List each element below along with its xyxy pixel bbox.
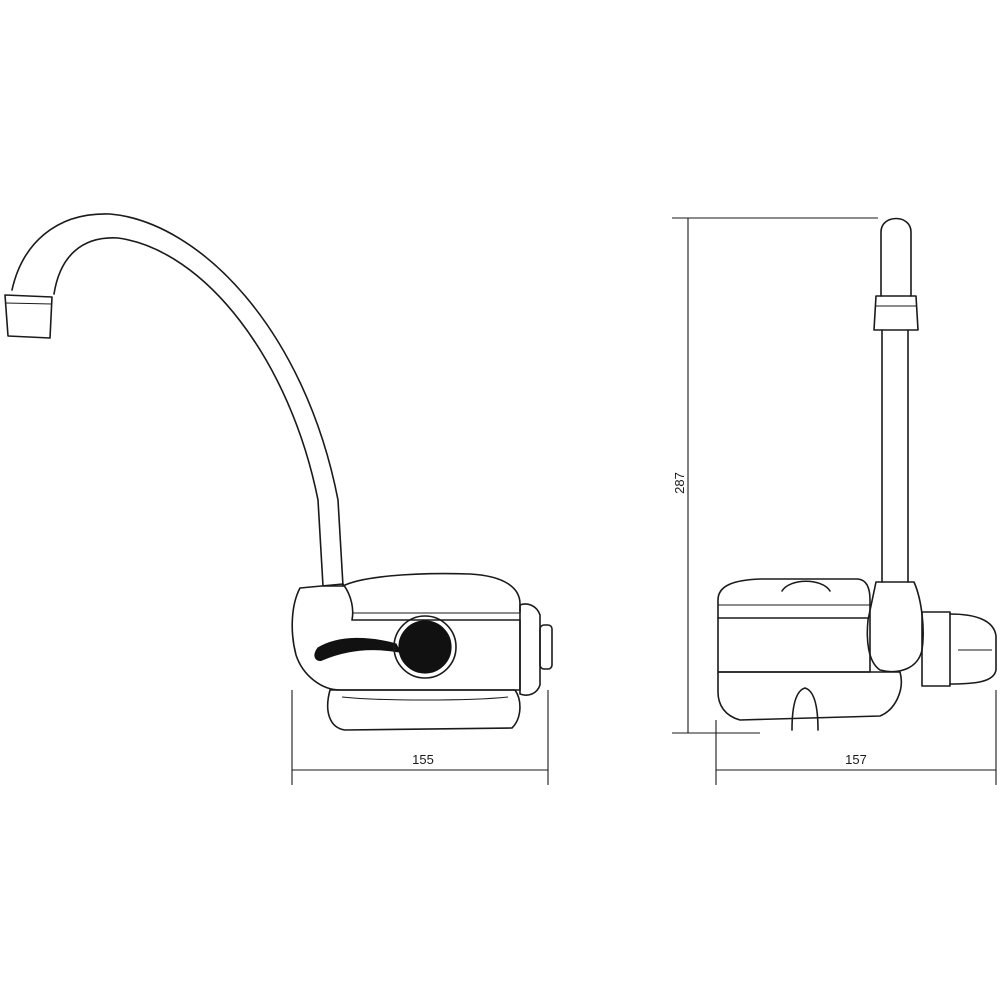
- side-width-label: 157: [845, 752, 867, 767]
- front-width-dimension: 155: [291, 690, 549, 785]
- side-base: [717, 671, 902, 721]
- front-flange: [519, 603, 541, 696]
- aerator-ring: [5, 302, 53, 305]
- side-view: 287 157: [672, 217, 997, 785]
- front-aerator: [4, 294, 53, 339]
- side-nut-head: [949, 613, 997, 685]
- front-width-label: 155: [412, 752, 434, 767]
- side-height-label: 287: [672, 472, 687, 494]
- side-spout-tube: [881, 329, 909, 583]
- side-aerator: [873, 295, 919, 331]
- side-spout-tip: [880, 217, 912, 297]
- front-housing-top: [342, 572, 521, 613]
- base-seam: [341, 696, 509, 701]
- side-mount-nut: [921, 611, 951, 687]
- front-flange-nut: [539, 624, 553, 670]
- front-knob-cap: [398, 620, 452, 674]
- side-housing: [717, 578, 871, 673]
- side-outlet: [791, 687, 819, 731]
- side-elbow: [866, 581, 924, 673]
- front-lever: [314, 637, 402, 661]
- front-view: 155: [4, 213, 553, 785]
- side-housing-cap: [781, 580, 831, 592]
- front-base: [326, 689, 521, 731]
- side-width-dimension: 157: [715, 690, 997, 785]
- front-knob: [393, 615, 457, 679]
- front-collar: [291, 583, 521, 691]
- side-height-dimension: 287: [672, 217, 878, 734]
- front-spout: [11, 213, 344, 587]
